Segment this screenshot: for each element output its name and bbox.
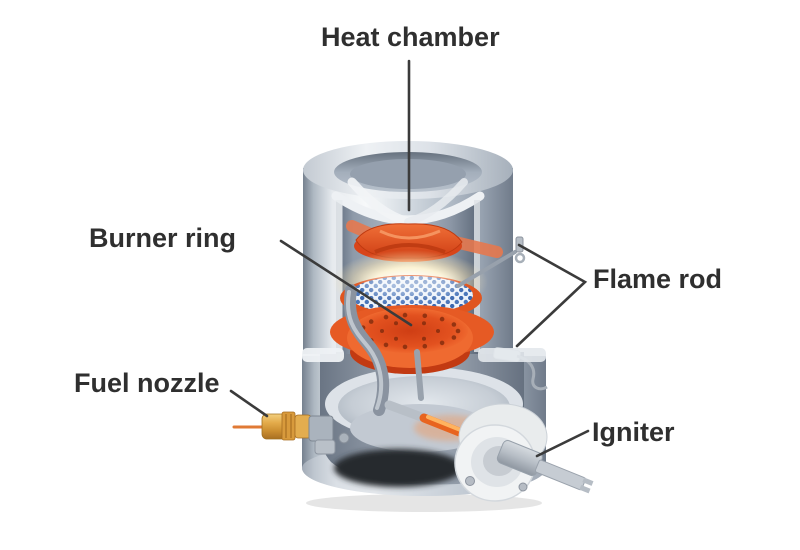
flame-rod-label: Flame rod [593, 264, 723, 294]
burner-ring-label: Burner ring [89, 223, 237, 253]
igniter-rod [496, 440, 594, 494]
burner-ring-leader-line [279, 239, 413, 327]
flame-rod-upper [456, 236, 526, 288]
leader-lines [229, 59, 590, 458]
flame-rod-leader-line [515, 243, 588, 348]
igniter-assembly [454, 403, 594, 502]
fuel-nozzle-part [232, 411, 350, 455]
igniter-label: Igniter [592, 417, 675, 447]
igniter-leader-line [535, 429, 590, 458]
fuel-nozzle-leader-line [229, 389, 269, 418]
fuel-nozzle-label: Fuel nozzle [74, 368, 220, 398]
heat-chamber-element [346, 220, 503, 262]
base-step-rim [302, 348, 546, 362]
heat-chamber-label: Heat chamber [321, 22, 500, 52]
fuel-pipe [344, 284, 424, 416]
